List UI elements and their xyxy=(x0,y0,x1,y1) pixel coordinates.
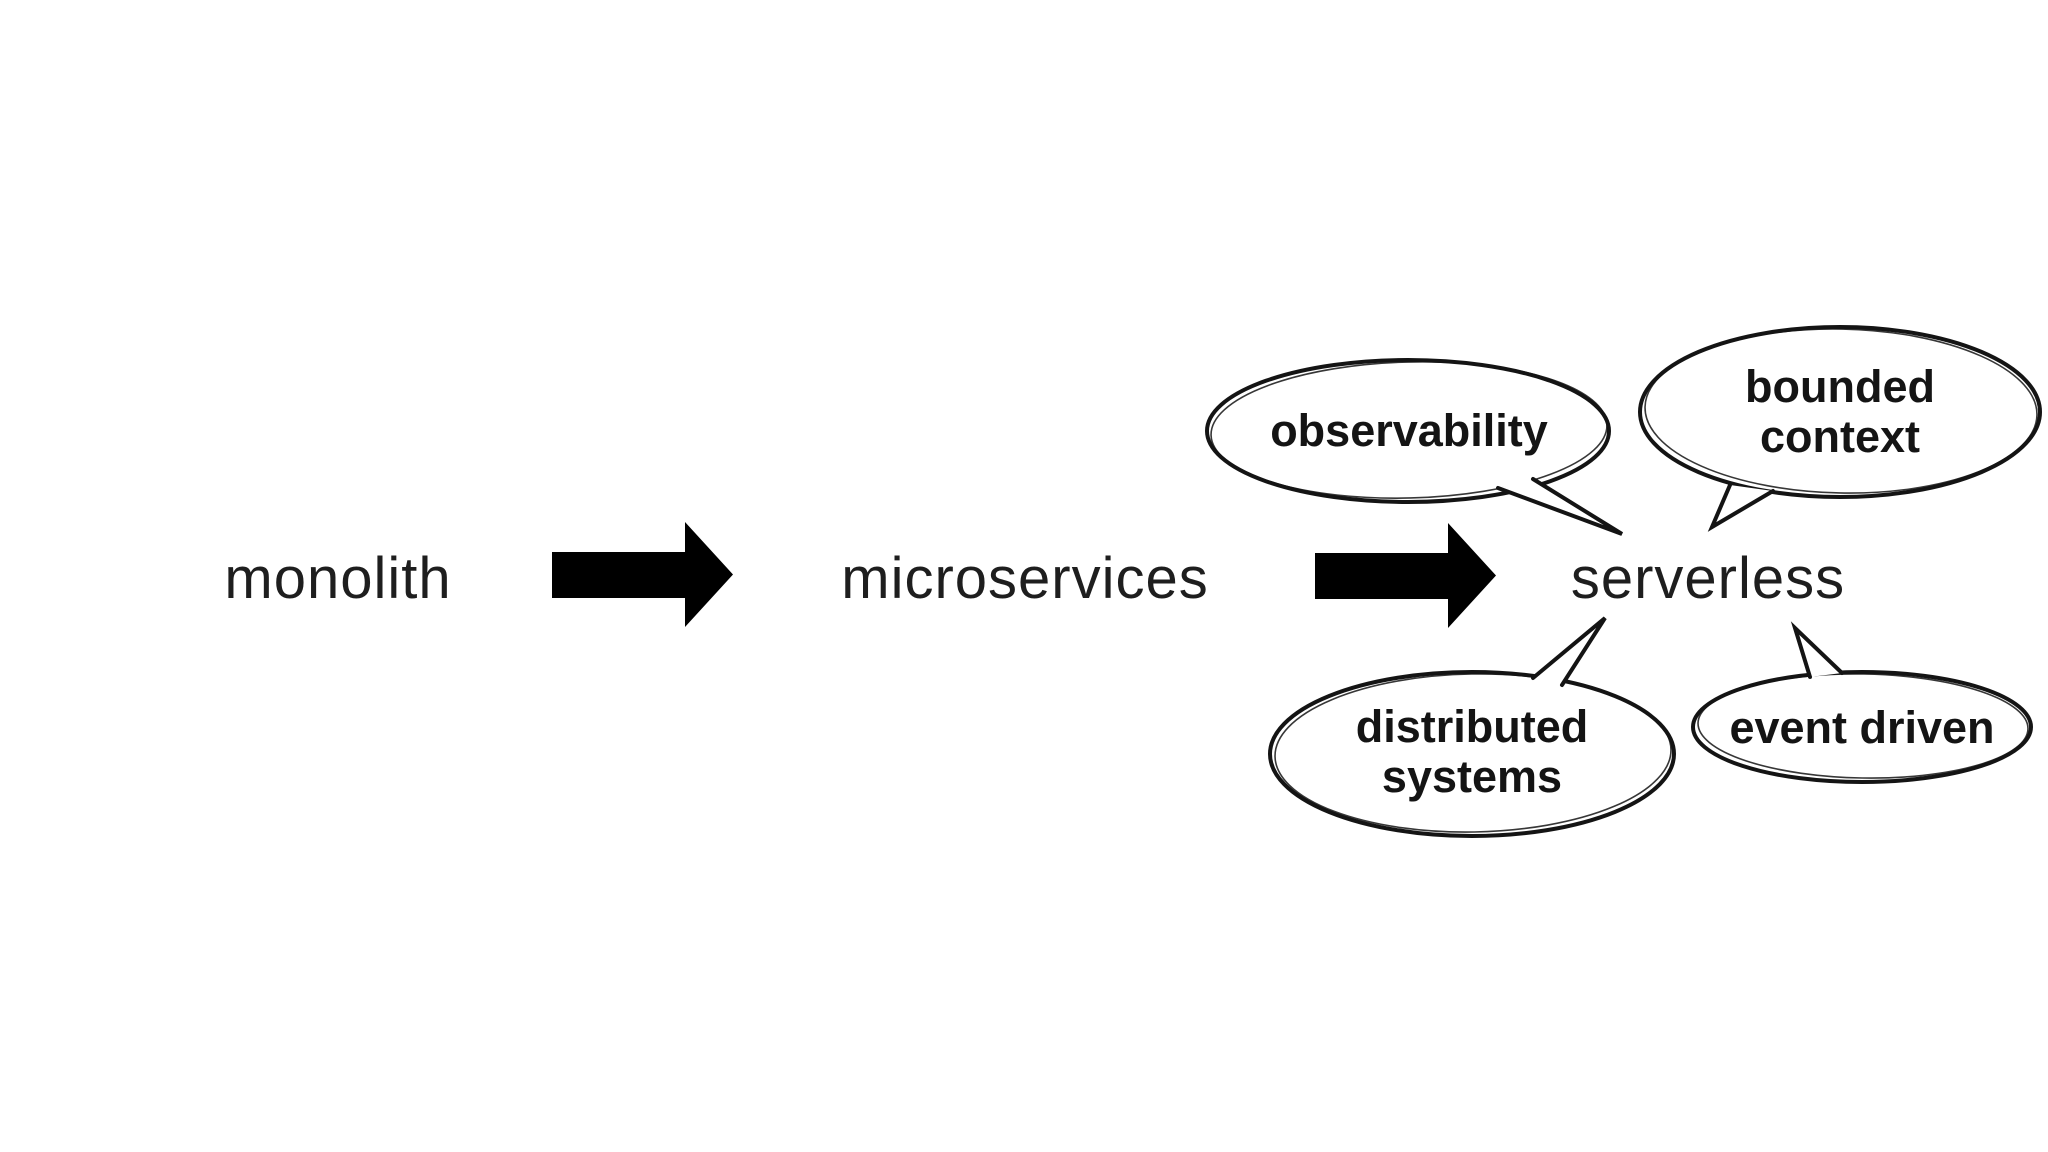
stage-label-microservices: microservices xyxy=(841,546,1209,611)
speech-bubble-observability xyxy=(1205,358,1624,536)
stage-label-monolith: monolith xyxy=(224,546,452,611)
bubble-label-distributed-systems: distributed systems xyxy=(1355,701,1589,803)
bubble-label-event-driven: event driven xyxy=(1729,702,1995,753)
speech-bubble-event-driven xyxy=(1691,621,2033,784)
right-arrow-icon xyxy=(1315,523,1496,628)
speech-bubble-bounded-context xyxy=(1638,325,2042,532)
stage-label-serverless: serverless xyxy=(1570,546,1846,611)
bubble-label-observability: observability xyxy=(1270,405,1548,456)
bubble-label-bounded-context: bounded context xyxy=(1745,361,1935,463)
right-arrow-icon xyxy=(552,522,733,627)
speech-bubble-distributed-systems xyxy=(1268,616,1676,838)
